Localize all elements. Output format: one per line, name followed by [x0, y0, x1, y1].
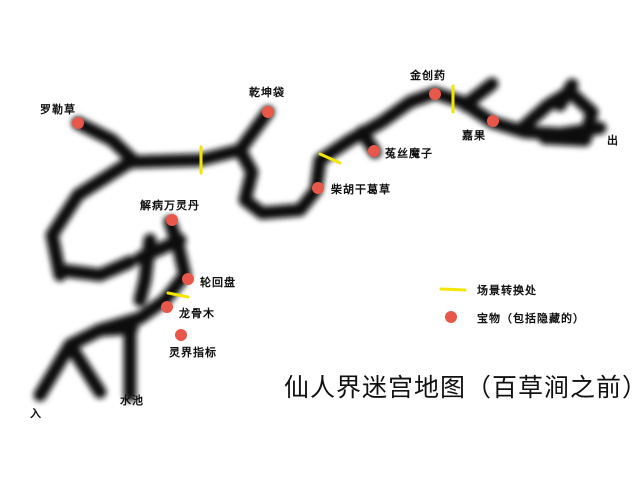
label-exit: 出 — [607, 134, 619, 147]
legend-transition-icon — [439, 287, 467, 292]
treasure-dot-jiaguo — [487, 115, 499, 127]
path-north-spur — [458, 77, 499, 112]
legend-treasure-label: 宝物（包括隐藏的） — [477, 312, 585, 325]
treasure-dot-tusimozi — [368, 145, 380, 157]
treasure-dot-longgumu — [161, 301, 173, 313]
label-longgumu: 龙骨木 — [179, 307, 215, 320]
label-pool: 水池 — [120, 394, 144, 407]
legend-transition-label: 场景转换处 — [477, 284, 537, 297]
label-jiebing: 解病万灵丹 — [140, 199, 200, 212]
label-qiankundai: 乾坤袋 — [249, 86, 285, 99]
label-entrance: 入 — [30, 407, 42, 420]
path-luole — [71, 116, 142, 169]
transition-marker — [166, 291, 190, 299]
path-entrance-branch — [63, 338, 107, 399]
legend-treasure-icon — [445, 311, 457, 323]
treasure-dot-lingjie — [175, 329, 187, 341]
path-west-loop — [53, 255, 137, 282]
label-jinchuangyao: 金创药 — [410, 69, 446, 82]
path-cross — [133, 233, 187, 307]
treasure-dot-qiankundai — [262, 106, 274, 118]
map-title: 仙人界迷宫地图（百草涧之前） — [284, 373, 640, 402]
label-lingjie: 灵界指标 — [169, 346, 217, 359]
treasure-dot-luolecao — [72, 117, 84, 129]
label-chaihu: 柴胡干葛草 — [331, 183, 391, 196]
path-east-loop — [513, 78, 599, 147]
treasure-dot-jiebing — [166, 214, 178, 226]
label-tusimozi: 菟丝魔子 — [385, 147, 433, 160]
transition-marker — [318, 152, 342, 165]
label-jiaguo: 嘉果 — [462, 129, 486, 142]
treasure-dot-lunhuipan — [182, 273, 194, 285]
treasure-dot-jinchuangyao — [429, 88, 441, 100]
label-luolecao: 罗勒草 — [40, 103, 76, 116]
label-lunhuipan: 轮回盘 — [200, 276, 236, 289]
treasure-dot-chaihu — [312, 182, 324, 194]
